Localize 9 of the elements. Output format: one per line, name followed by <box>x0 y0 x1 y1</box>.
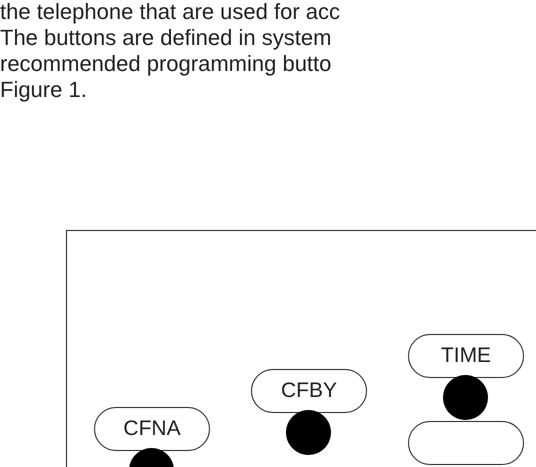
button-label: CFBY <box>251 369 367 413</box>
blank-button <box>408 421 524 465</box>
paragraph-line: The buttons are defined in system <box>0 26 332 50</box>
paragraph-line: Figure 1. <box>0 78 87 102</box>
button-label: CFNA <box>94 407 210 451</box>
button-label: TIME <box>408 334 524 378</box>
telephone-outline <box>66 230 536 467</box>
paragraph-line: the telephone that are used for acc <box>0 0 340 24</box>
paragraph-line: recommended programming butto <box>0 52 332 76</box>
